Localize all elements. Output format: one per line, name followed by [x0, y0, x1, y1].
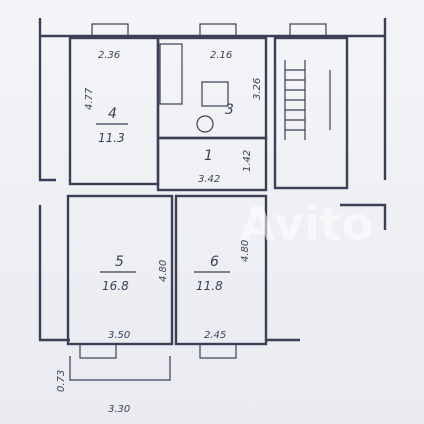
room-4-area: 11.3: [98, 131, 125, 145]
room-6-length: 4.80: [240, 240, 251, 262]
balcony-width: 3.30: [108, 404, 130, 415]
room-4-length: 4.77: [84, 87, 95, 110]
room-6-number: 6: [210, 254, 219, 270]
room-3-number: 3: [225, 102, 234, 118]
hall-outline: [156, 136, 268, 192]
room-5-length: 4.80: [158, 260, 169, 282]
windows-top: [91, 23, 327, 39]
room-1-length: 1.42: [242, 150, 253, 172]
room-5-area: 16.8: [102, 279, 129, 293]
staircase: [284, 60, 331, 140]
stairwell-outline: [273, 36, 349, 190]
outer-wall: [38, 18, 387, 342]
room-3-length: 3.26: [252, 78, 263, 100]
bathtub: [159, 43, 183, 105]
room-3-width: 2.16: [210, 50, 232, 61]
room-1-width: 3.42: [198, 174, 220, 185]
room-5-number: 5: [115, 254, 124, 270]
watermark: Avito: [240, 197, 373, 251]
windows-bottom: [79, 343, 237, 359]
toilet: [196, 115, 214, 133]
room-4-number: 4: [108, 106, 117, 122]
balcony-depth: 0.73: [56, 370, 67, 392]
room-5-width: 3.50: [108, 330, 130, 341]
room-6-area: 11.8: [196, 279, 223, 293]
room-4-width: 2.36: [98, 50, 120, 61]
stove: [201, 81, 229, 107]
room-6-width: 2.45: [204, 330, 226, 341]
room-5-outline: [66, 194, 174, 346]
balcony: [69, 356, 171, 381]
room-1-number: 1: [204, 148, 213, 164]
